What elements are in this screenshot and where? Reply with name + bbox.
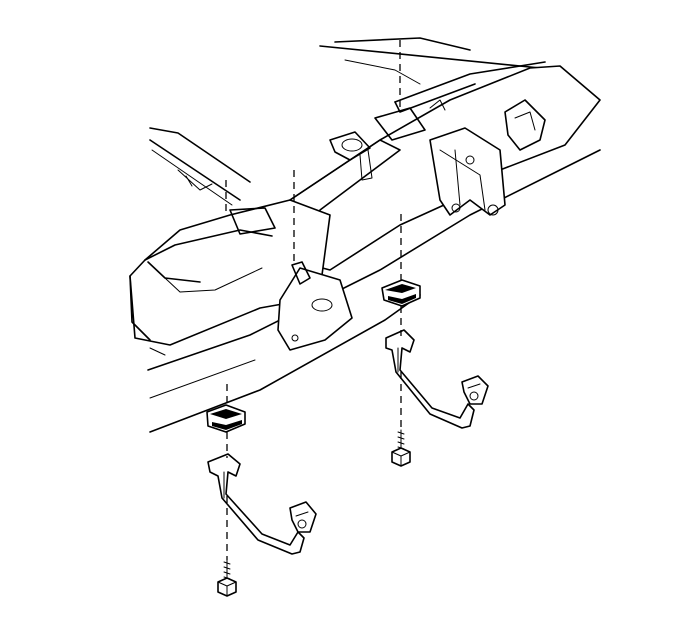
- strap-bracket: [385, 329, 489, 429]
- assembly-guide-lines: [225, 40, 402, 560]
- bolt: [391, 429, 411, 467]
- frame-rail: [147, 37, 601, 433]
- front-crossmember: [229, 207, 353, 351]
- fuel-tank: [129, 107, 426, 356]
- strap-bracket: [207, 453, 317, 555]
- rear-crossmember: [289, 61, 601, 271]
- bolt: [217, 559, 237, 597]
- insulator: [206, 279, 421, 433]
